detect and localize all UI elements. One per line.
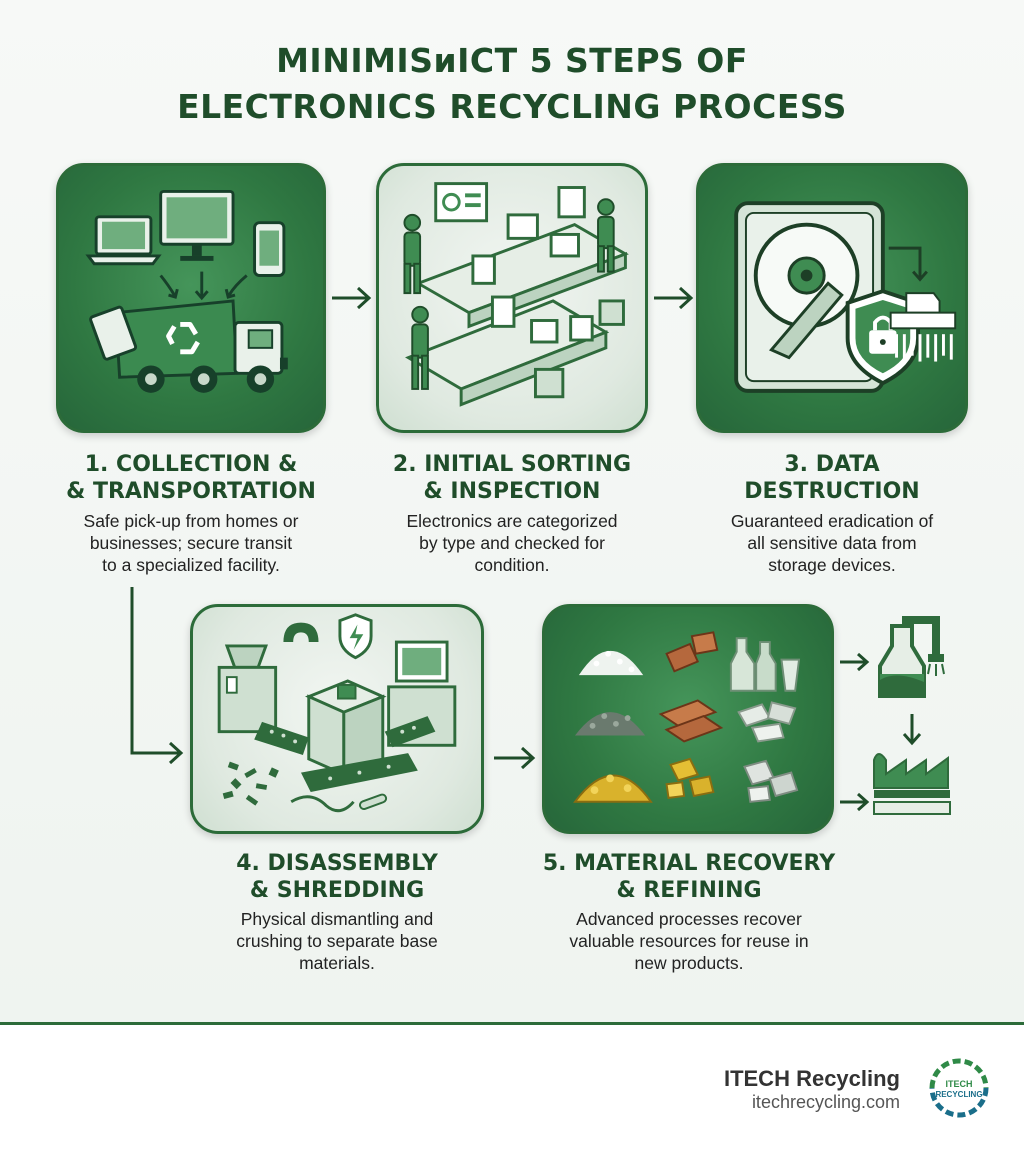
arrow-right-icon (494, 746, 536, 770)
step-3-title: 3. DATA DESTRUCTION (744, 452, 920, 504)
step-3-description: Guaranteed eradication of all sensitive … (730, 511, 934, 575)
materials-illustration (573, 631, 801, 803)
brand-name: ITECH Recycling (723, 1066, 900, 1091)
arrow-down-icon (902, 714, 922, 746)
arrow-right-icon (654, 286, 694, 310)
step-4-card (190, 604, 484, 834)
step-2-title: 2. INITIAL SORTING & INSPECTION (392, 452, 632, 504)
step-5-title: 5. MATERIAL RECOVERY & REFINING (542, 851, 836, 903)
refinery-flask-icon (878, 616, 945, 698)
title-line-1: MINIMISᴎICT 5 STEPS OF (276, 41, 748, 80)
title-line-2: ELECTRONICS RECYCLING PROCESS (177, 87, 847, 126)
step-4-description: Physical dismantling and crushing to sep… (236, 909, 438, 973)
footer (0, 1025, 1024, 1154)
collection-truck-illustration (85, 189, 288, 393)
arrow-right-icon (332, 286, 372, 310)
step-1-description: Safe pick-up from homes or businesses; s… (83, 511, 299, 575)
arrow-elbow-down-right-icon (130, 587, 184, 765)
arrow-right-icon (840, 652, 870, 672)
shredder-illustration (217, 613, 457, 813)
sorting-line-illustration (403, 182, 629, 407)
itech-recycling-logo-icon: ITECH RECYCLING (929, 1058, 989, 1118)
page-title: MINIMISᴎICT 5 STEPS OF ELECTRONICS RECYC… (0, 38, 1024, 130)
step-3-card (696, 163, 968, 433)
step-2-description: Electronics are categorized by type and … (406, 511, 618, 575)
brand-url: itechrecycling.com (751, 1092, 900, 1112)
step-4-title: 4. DISASSEMBLY & SHREDDING (236, 851, 438, 903)
step-5-card (542, 604, 834, 834)
hard-drive-lock-illustration (734, 201, 957, 393)
step-1-card (56, 163, 326, 433)
factory-icon (873, 753, 951, 815)
logo-text-1: ITECH (946, 1079, 973, 1089)
arrow-right-icon (840, 792, 870, 812)
step-5-description: Advanced processes recover valuable reso… (569, 909, 809, 973)
step-1-title: 1. COLLECTION & & TRANSPORTATION (66, 452, 316, 504)
step-2-card (376, 163, 648, 433)
footer-divider (0, 1022, 1024, 1025)
logo-text-2: RECYCLING (935, 1090, 982, 1099)
